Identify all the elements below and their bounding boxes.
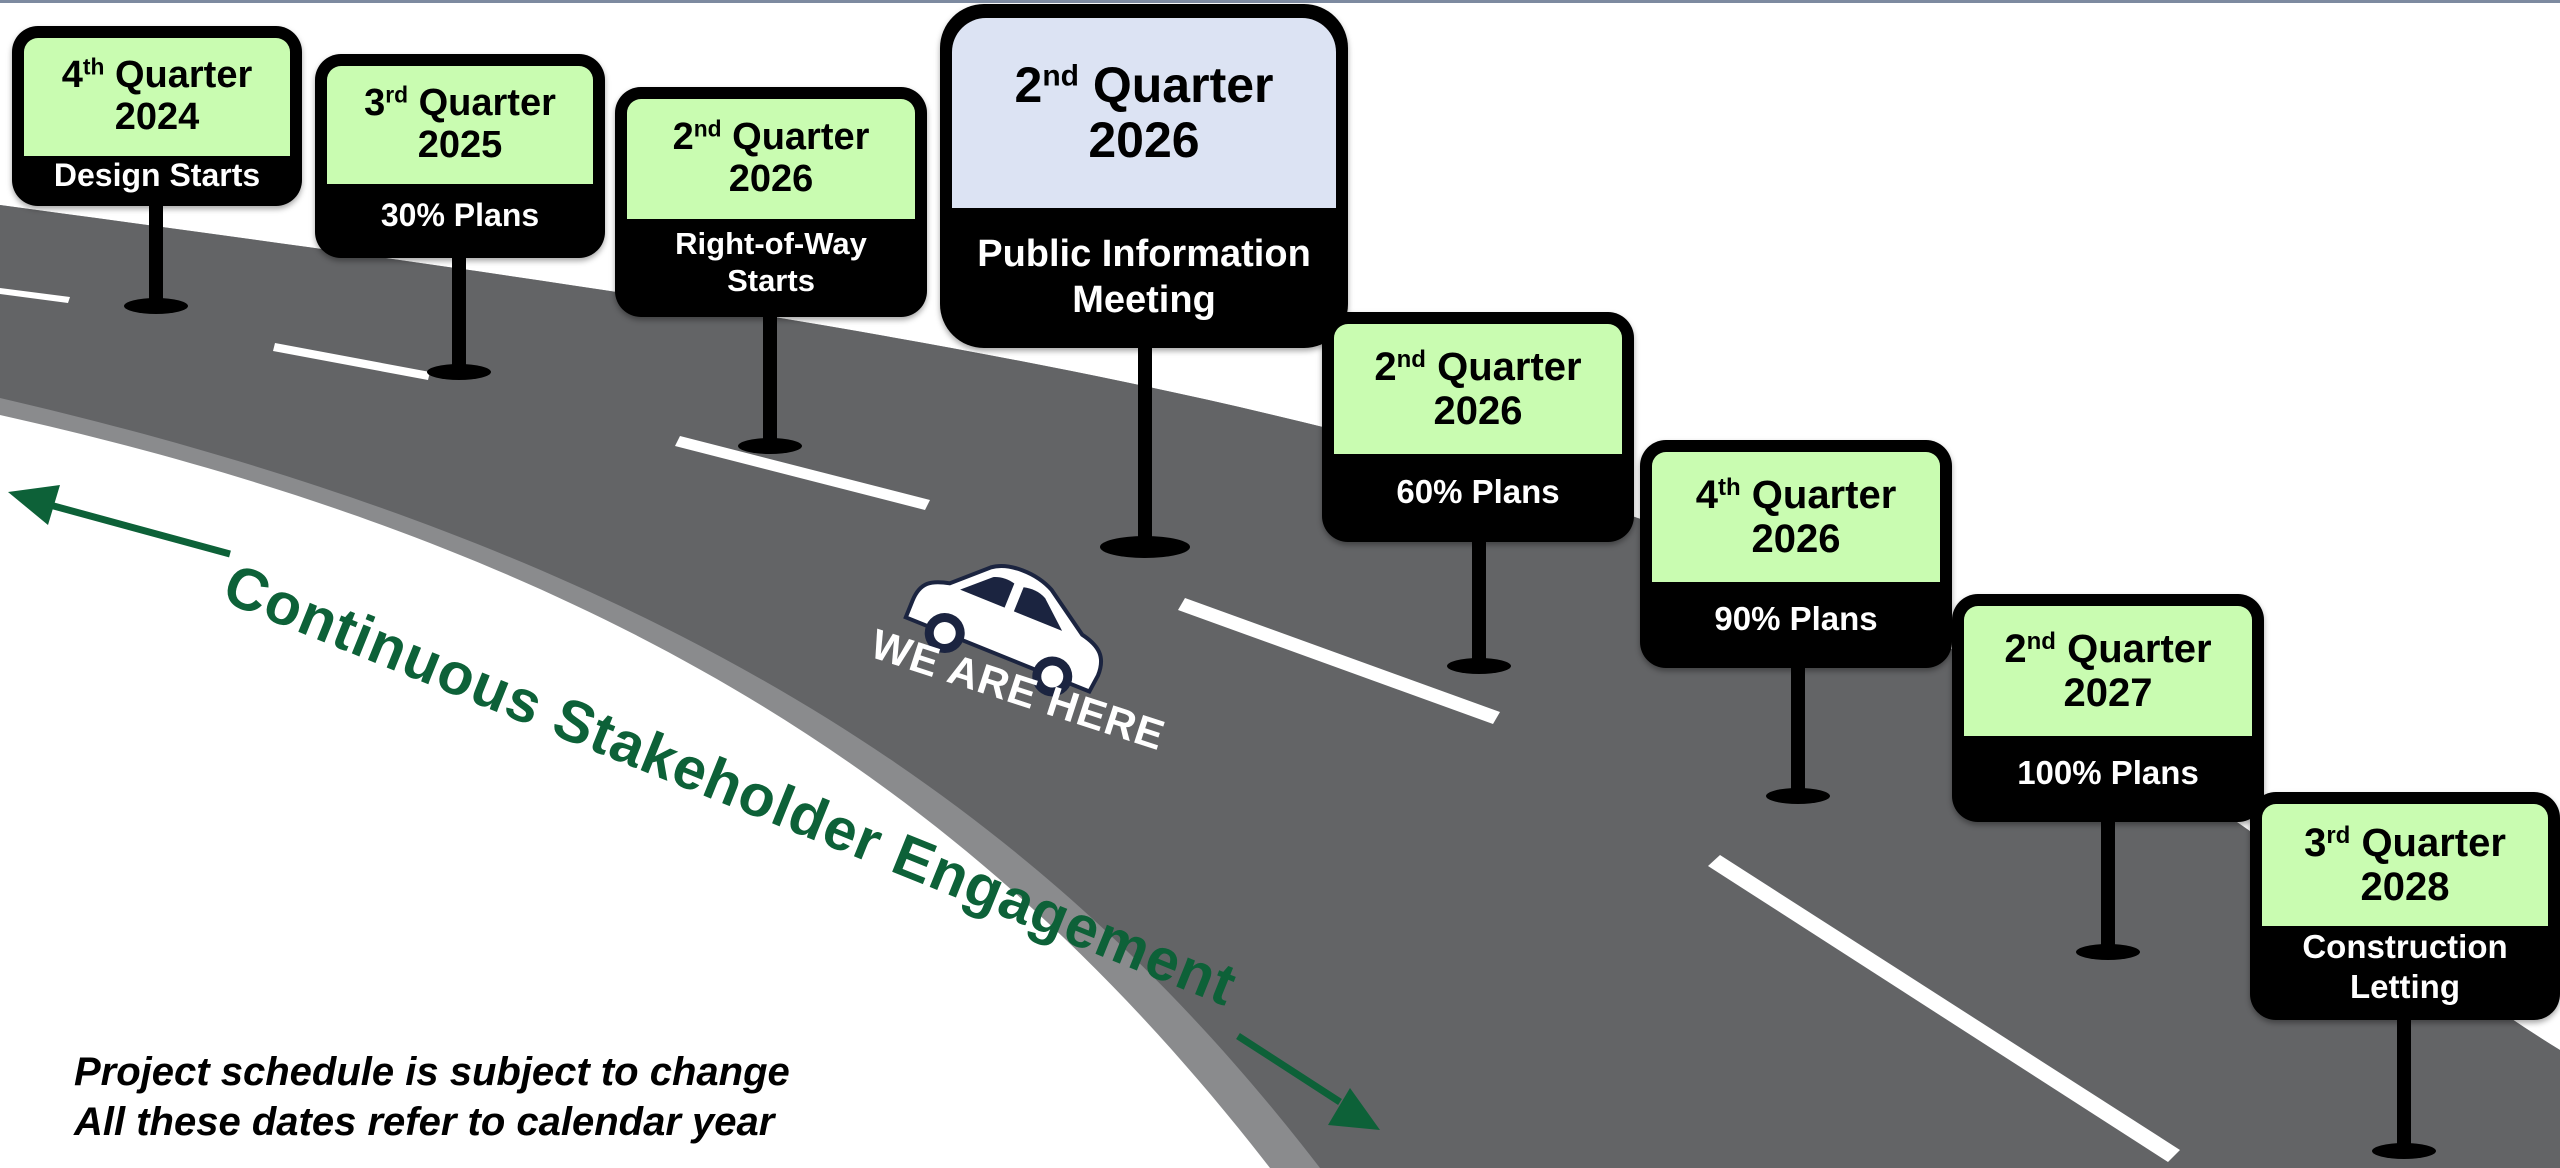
double-arrow-icon <box>8 485 1380 1130</box>
sign-pole <box>1472 542 1486 664</box>
milestone-label: Design Starts <box>53 156 261 193</box>
calendar-note: All these dates refer to calendar year <box>74 1100 775 1144</box>
sign-pole <box>1138 348 1152 544</box>
milestone-sign: 3rd Quarter 2028 Construction Letting <box>2250 792 2560 1020</box>
milestone-label: Meeting <box>1072 279 1216 321</box>
milestone-label: Construction <box>2302 928 2508 966</box>
sign-pole <box>452 258 466 368</box>
milestone-quarter: 4th Quarter <box>1695 473 1897 517</box>
sign-base <box>427 364 491 380</box>
schedule-note: Project schedule is subject to change <box>74 1050 790 1094</box>
sign-base <box>1100 536 1190 558</box>
milestone-sign: 2nd Quarter 2027 100% Plans <box>1952 594 2264 822</box>
milestone-label: 100% Plans <box>2017 754 2199 792</box>
sign-base <box>1447 658 1511 674</box>
car-icon <box>903 564 1104 697</box>
milestone-sign: 2nd Quarter 2026 Right-of-Way Starts <box>615 87 927 317</box>
sign-base <box>2372 1143 2436 1159</box>
milestone-quarter: 3rd Quarter <box>2304 821 2506 865</box>
milestone-label: Letting <box>2350 968 2460 1005</box>
milestone-year: 2026 <box>1088 112 1200 168</box>
milestone-year: 2028 <box>2360 865 2450 909</box>
milestone-quarter: 2nd Quarter <box>672 115 870 159</box>
milestone-year: 2026 <box>1751 517 1841 561</box>
sign-pole <box>2397 1020 2411 1150</box>
milestone-year: 2027 <box>2063 671 2153 715</box>
milestone-quarter: 2nd Quarter <box>2004 627 2212 671</box>
sign-pole <box>763 317 777 445</box>
milestone-label: Public Information <box>977 233 1311 276</box>
road-surface <box>0 205 2560 1168</box>
milestone-label: Starts <box>727 263 815 298</box>
top-border-line <box>0 0 2560 3</box>
sign-base <box>124 298 188 314</box>
milestone-quarter: 4th Quarter <box>61 53 253 97</box>
sign-base <box>738 438 802 454</box>
sign-pole <box>2101 822 2115 950</box>
sign-base <box>1766 788 1830 804</box>
milestone-label: Right-of-Way <box>675 225 867 261</box>
milestone-year: 2026 <box>728 158 814 200</box>
lane-dashes <box>0 288 2180 1162</box>
milestone-year: 2024 <box>114 96 200 138</box>
milestone-quarter: 2nd Quarter <box>1014 57 1274 113</box>
milestone-label: 60% Plans <box>1396 473 1560 511</box>
milestone-sign: 4th Quarter 2024 Design Starts <box>12 26 302 206</box>
milestone-sign: 2nd Quarter 2026 60% Plans <box>1322 312 1634 542</box>
milestone-sign: 3rd Quarter 2025 30% Plans <box>315 54 605 258</box>
milestone-year: 2026 <box>1433 389 1523 433</box>
milestone-year: 2025 <box>417 124 503 166</box>
milestone-sign: 4th Quarter 2026 90% Plans <box>1640 440 1952 668</box>
sign-pole <box>149 206 163 304</box>
milestone-label: 90% Plans <box>1714 600 1878 638</box>
milestone-quarter: 3rd Quarter <box>364 81 556 125</box>
milestone-label: 30% Plans <box>380 196 540 233</box>
milestone-sign-current: 2nd Quarter 2026 Public Information Meet… <box>940 4 1348 348</box>
milestone-quarter: 2nd Quarter <box>1374 345 1582 389</box>
sign-base <box>2076 944 2140 960</box>
sign-pole <box>1791 668 1805 794</box>
